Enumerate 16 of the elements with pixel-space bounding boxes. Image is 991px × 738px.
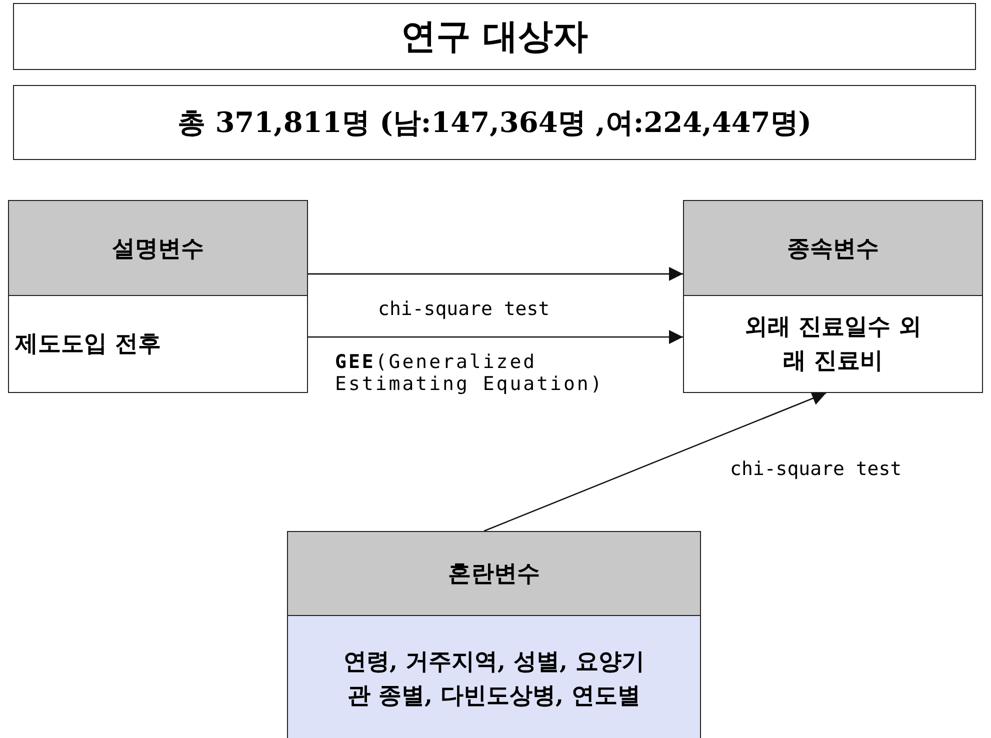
variable-box — [683, 200, 983, 393]
box-heading: 종속변수 — [684, 201, 982, 296]
arrow — [484, 392, 826, 532]
box-heading: 혼란변수 — [288, 532, 700, 616]
arrow — [308, 266, 683, 281]
edge-label: chi-square test — [730, 458, 902, 480]
box-heading: 설명변수 — [9, 201, 307, 296]
variable-box — [8, 200, 308, 393]
title-box — [13, 3, 976, 70]
box-body: 연령, 거주지역, 성별, 요양기관 종별, 다빈도상병, 연도별 — [288, 616, 700, 738]
edge-label: chi-square test — [378, 298, 550, 320]
summary-box — [13, 85, 976, 160]
box-text: 연구 대상자 — [400, 15, 588, 59]
variable-box — [287, 531, 701, 738]
box-text: 총 371,811명 (남:147,364명 ,여:224,447명) — [177, 104, 812, 140]
arrow — [308, 330, 683, 344]
